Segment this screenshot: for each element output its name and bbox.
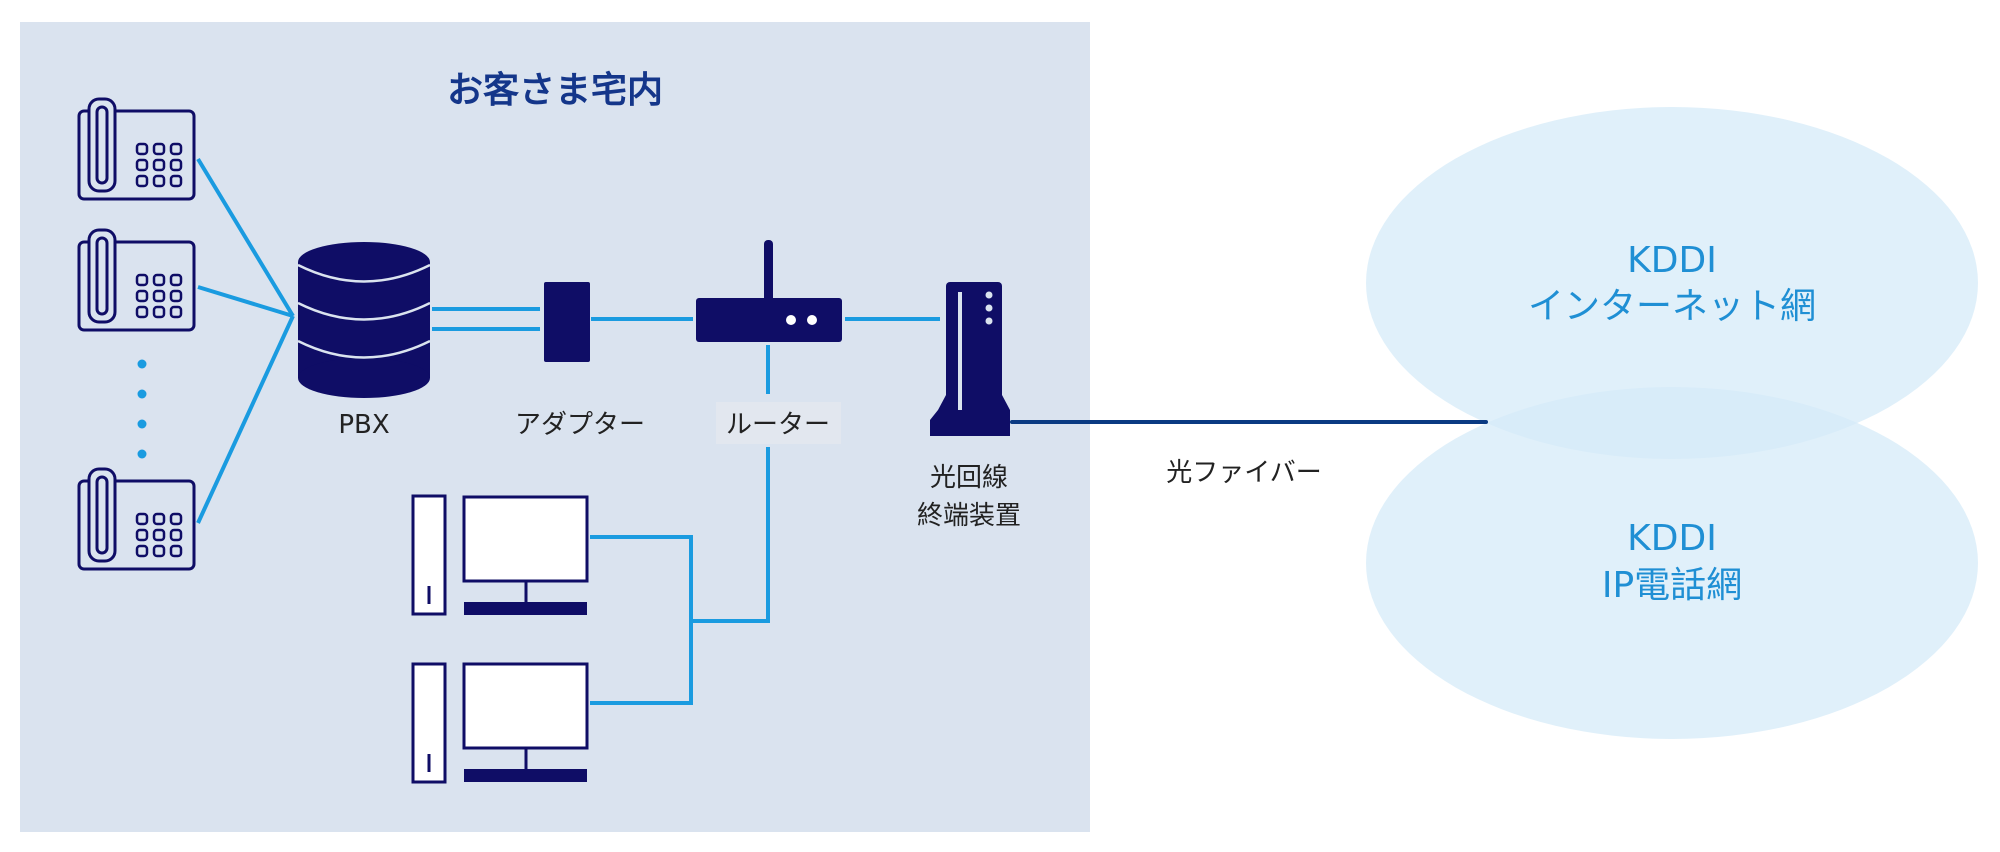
onu-label-1: 光回線 [930,463,1008,493]
onu-label-2: 終端装置 [917,501,1021,531]
ellipsis-dots [137,359,147,459]
phone-icon [77,467,196,571]
router-label-bg [716,402,841,444]
router-icon [696,240,842,342]
router-label: ルーター [726,410,830,440]
phone-icon [77,97,196,201]
cable-phone2-pbx [197,285,294,318]
pbx-database-icon [297,242,431,398]
pbx-label: PBX [338,410,389,440]
pc-icon [411,494,589,616]
phone-icons [77,97,196,571]
ip-phone-network-cloud [1366,387,1978,739]
cables [196,157,940,705]
cable-phone1-pbx [196,157,295,318]
internet-network-cloud [1366,107,1978,459]
internet-network-label-1: KDDI [1627,240,1717,281]
adapter-label: アダプター [515,410,645,440]
pc-icon [411,662,589,784]
cable-router-pcs [691,447,770,623]
ip-phone-network-label-2: IP電話網 [1602,565,1742,606]
cable-pc1 [590,535,693,705]
premises-title: お客さま宅内 [447,69,663,111]
cable-phone3-pbx [196,315,295,524]
internet-network-label-2: インターネット網 [1528,286,1816,327]
ip-phone-network-label-1: KDDI [1627,518,1717,559]
phone-icon [77,228,196,332]
adapter-icon [544,282,590,362]
fiber-label: 光ファイバー [1166,458,1321,488]
onu-terminal-icon [930,282,1010,436]
